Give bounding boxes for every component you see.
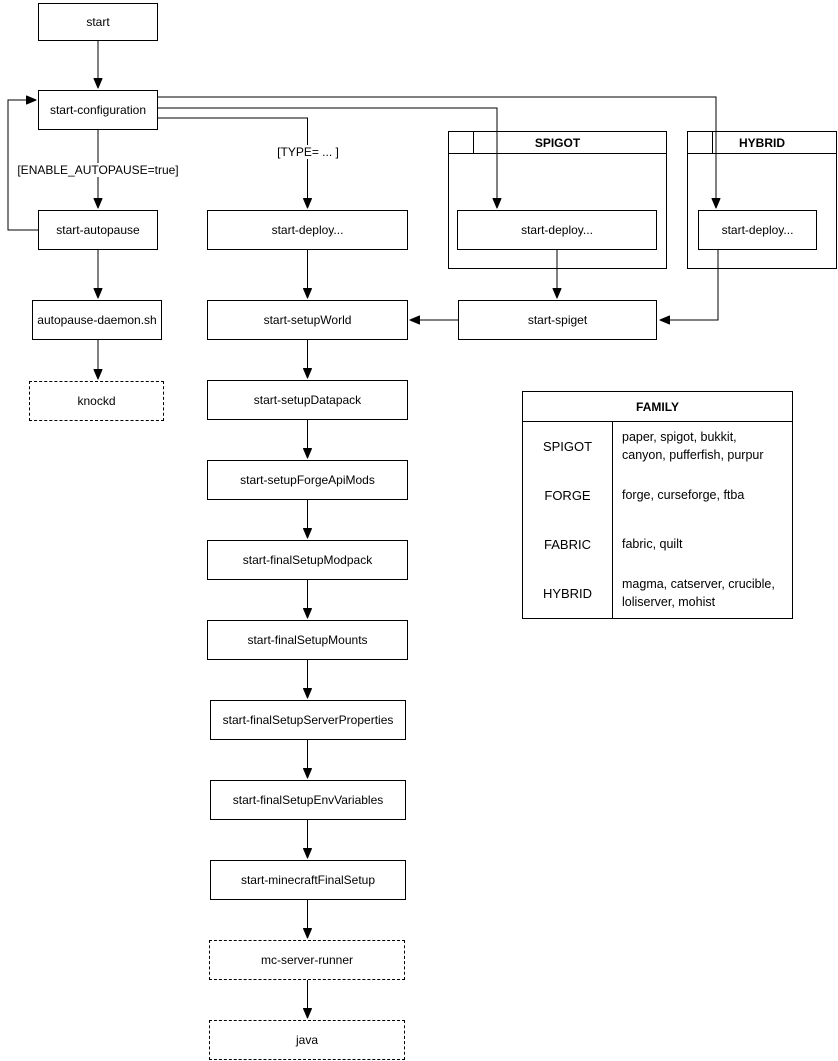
family-values-cell: fabric, quilt — [622, 536, 683, 551]
family-table-row-forge: FORGE forge, curseforge, ftba — [523, 471, 792, 520]
family-table-body: SPIGOT paper, spigot, bukkit, canyon, pu… — [523, 422, 792, 618]
family-name-cell: SPIGOT — [523, 422, 613, 471]
container-hybrid-title: HYBRID — [738, 135, 785, 150]
node-start-finalsetupserverproperties: start-finalSetupServerProperties — [210, 700, 406, 740]
node-start-finalsetupmodpack: start-finalSetupModpack — [207, 540, 408, 580]
family-name-cell: HYBRID — [523, 569, 613, 618]
family-values-cell: paper, spigot, bukkit, canyon, pufferfis… — [622, 430, 764, 462]
edge-label-enable-autopause: [ENABLE_AUTOPAUSE=true] — [15, 163, 181, 177]
container-spigot-header: SPIGOT — [449, 132, 666, 154]
node-start-setupdatapack: start-setupDatapack — [207, 380, 408, 420]
node-start-configuration: start-configuration — [38, 90, 158, 130]
family-name-cell: FABRIC — [523, 520, 613, 569]
family-table-row-hybrid: HYBRID magma, catserver, crucible, lolis… — [523, 569, 792, 618]
family-name-cell: FORGE — [523, 471, 613, 520]
node-autopause-daemon: autopause-daemon.sh — [32, 300, 162, 340]
family-table: FAMILY SPIGOT paper, spigot, bukkit, can… — [522, 391, 793, 619]
node-knockd: knockd — [29, 381, 164, 421]
container-spigot-title: SPIGOT — [534, 135, 581, 150]
family-table-title: FAMILY — [523, 392, 792, 422]
family-values-cell: magma, catserver, crucible, loliserver, … — [622, 577, 775, 609]
container-hybrid-header: HYBRID — [688, 132, 836, 154]
family-table-row-spigot: SPIGOT paper, spigot, bukkit, canyon, pu… — [523, 422, 792, 471]
node-start: start — [38, 3, 158, 41]
family-values-cell: forge, curseforge, ftba — [622, 487, 745, 502]
node-mc-server-runner: mc-server-runner — [209, 940, 405, 980]
node-hybrid-start-deploy: start-deploy... — [698, 210, 817, 250]
node-start-finalsetupenvvariables: start-finalSetupEnvVariables — [210, 780, 406, 820]
node-start-minecraftfinalsetup: start-minecraftFinalSetup — [210, 860, 406, 900]
node-start-setupworld: start-setupWorld — [207, 300, 408, 340]
node-start-deploy: start-deploy... — [207, 210, 408, 250]
node-start-autopause: start-autopause — [38, 210, 158, 250]
node-start-setupforgeapimods: start-setupForgeApiMods — [207, 460, 408, 500]
family-table-row-fabric: FABRIC fabric, quilt — [523, 520, 792, 569]
node-start-finalsetupmounts: start-finalSetupMounts — [207, 620, 408, 660]
node-spigot-start-deploy: start-deploy... — [457, 210, 657, 250]
node-start-spiget: start-spiget — [458, 300, 657, 340]
edge-label-type: [TYPE= ... ] — [275, 145, 341, 159]
node-java: java — [209, 1020, 405, 1060]
